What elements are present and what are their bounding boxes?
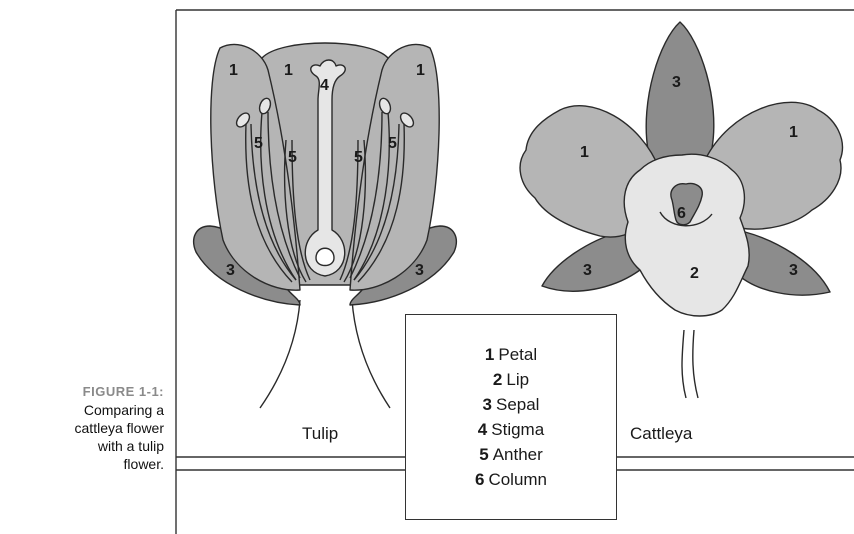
cattleya-stem	[682, 330, 698, 398]
tulip-stem	[260, 300, 390, 408]
legend-number: 3	[483, 395, 492, 414]
legend-number: 5	[479, 445, 488, 464]
tulip-petal-right-label: 1	[416, 62, 425, 79]
cattleya-sepal-right-label: 3	[789, 262, 798, 279]
legend-item: 5 Anther	[479, 442, 543, 467]
legend-number: 1	[485, 345, 494, 364]
legend-term: Petal	[498, 345, 537, 364]
cattleya-petal-right-label: 1	[789, 124, 798, 141]
cattleya-sepal-left-label: 3	[583, 262, 592, 279]
legend-number: 2	[493, 370, 502, 389]
tulip-anther-label-2: 5	[288, 149, 297, 166]
tulip-petal-left-label: 1	[229, 62, 238, 79]
cattleya-petal-left-label: 1	[580, 144, 589, 161]
legend-term: Anther	[493, 445, 543, 464]
legend-number: 4	[478, 420, 487, 439]
cattleya-name: Cattleya	[630, 424, 693, 443]
tulip-anther-label-3: 5	[354, 149, 363, 166]
cattleya-sepal-top	[646, 22, 714, 172]
tulip-anther-label-4: 5	[388, 135, 397, 152]
legend-number: 6	[475, 470, 484, 489]
tulip-name: Tulip	[302, 424, 338, 443]
tulip-petal-center-label: 1	[284, 62, 293, 79]
tulip-anther-label-1: 5	[254, 135, 263, 152]
tulip-sepal-left-label: 3	[226, 262, 235, 279]
legend-term: Column	[488, 470, 547, 489]
cattleya-lip-label: 2	[690, 265, 699, 282]
tulip-sepal-right-label: 3	[415, 262, 424, 279]
legend-term: Sepal	[496, 395, 539, 414]
legend-term: Lip	[506, 370, 529, 389]
legend-term: Stigma	[491, 420, 544, 439]
cattleya-column-label: 6	[677, 205, 686, 222]
cattleya-sepal-top-label: 3	[672, 74, 681, 91]
tulip-stigma-label: 4	[320, 77, 329, 94]
cattleya-lip	[624, 154, 749, 316]
